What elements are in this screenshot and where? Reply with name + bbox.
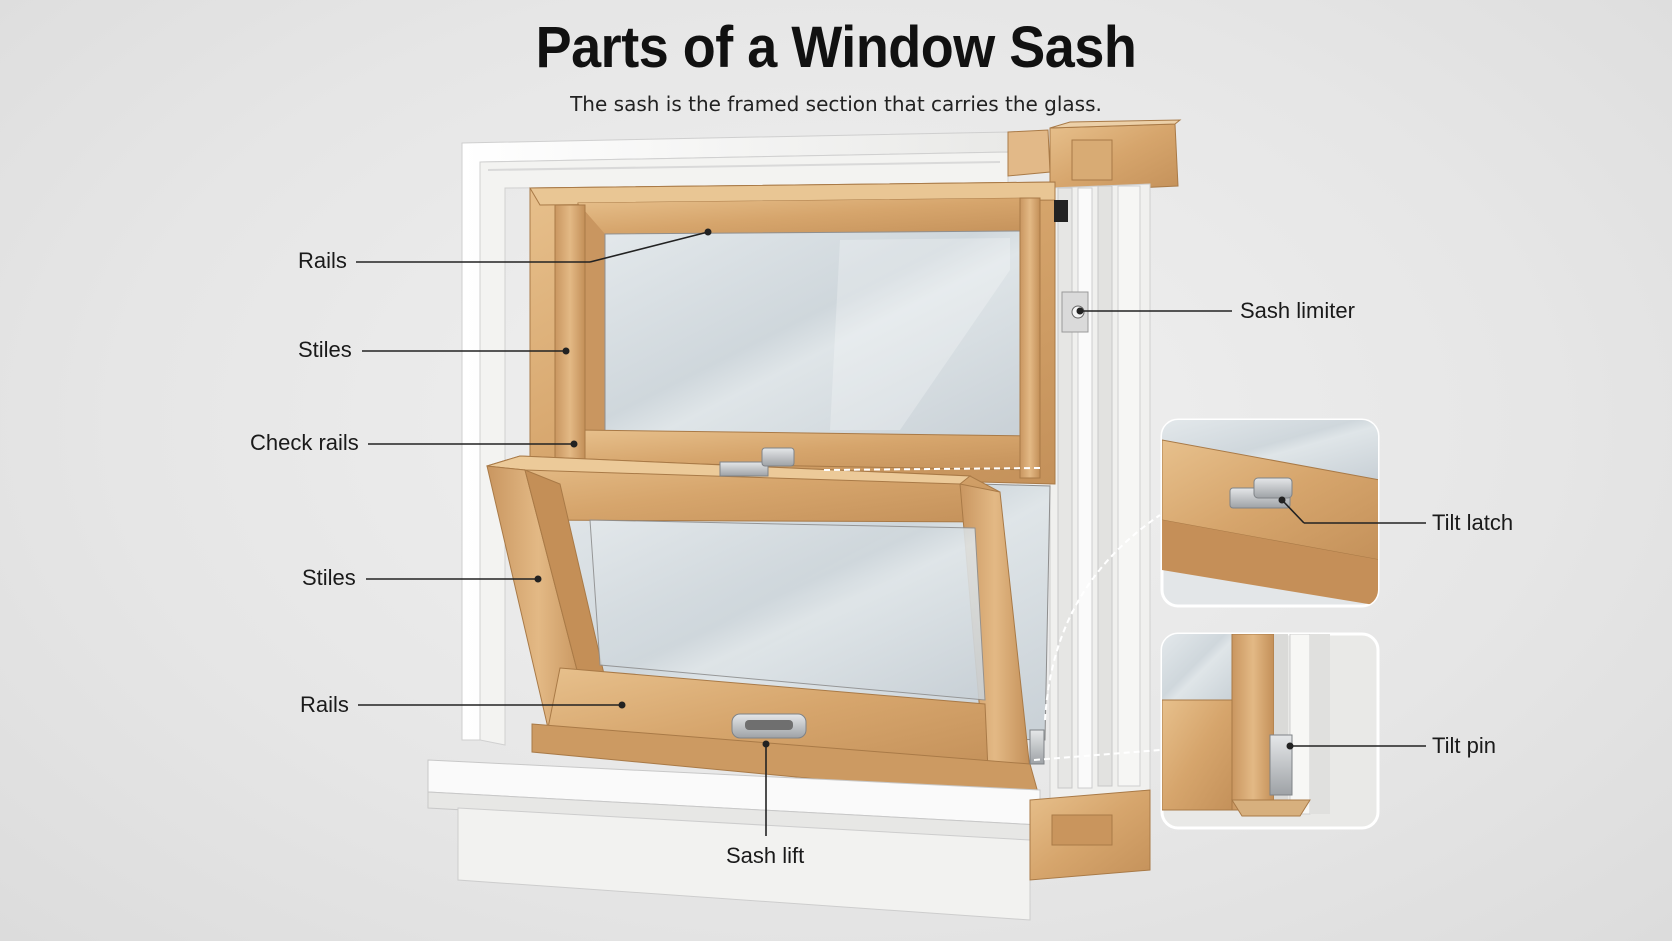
label-rails-bottom: Rails <box>300 692 349 717</box>
label-sash-limiter: Sash limiter <box>1240 298 1355 323</box>
label-rails-top: Rails <box>298 248 347 273</box>
label-stiles-top: Stiles <box>298 337 352 362</box>
label-tilt-pin: Tilt pin <box>1432 733 1496 758</box>
head-jamb-section <box>1007 119 1182 193</box>
tilt-pin-detail-inset <box>1160 632 1380 830</box>
window-sill <box>427 759 1151 921</box>
leader-lines <box>356 228 1426 836</box>
diagram-subtitle: The sash is the framed section that carr… <box>570 92 1102 116</box>
label-check-rails: Check rails <box>250 430 359 455</box>
label-tilt-latch: Tilt latch <box>1432 510 1514 535</box>
diagram-title: Parts of a Window Sash <box>535 15 1137 80</box>
tilt-latch-detail-inset <box>1160 418 1380 608</box>
sash-lift-hardware <box>731 713 807 739</box>
tilt-latch-hardware <box>719 447 795 477</box>
label-sash-lift: Sash lift <box>726 843 805 868</box>
label-stiles-bottom: Stiles <box>302 565 356 590</box>
upper-sash <box>529 181 1089 485</box>
side-jamb <box>1049 183 1151 801</box>
lower-sash <box>486 447 1051 801</box>
